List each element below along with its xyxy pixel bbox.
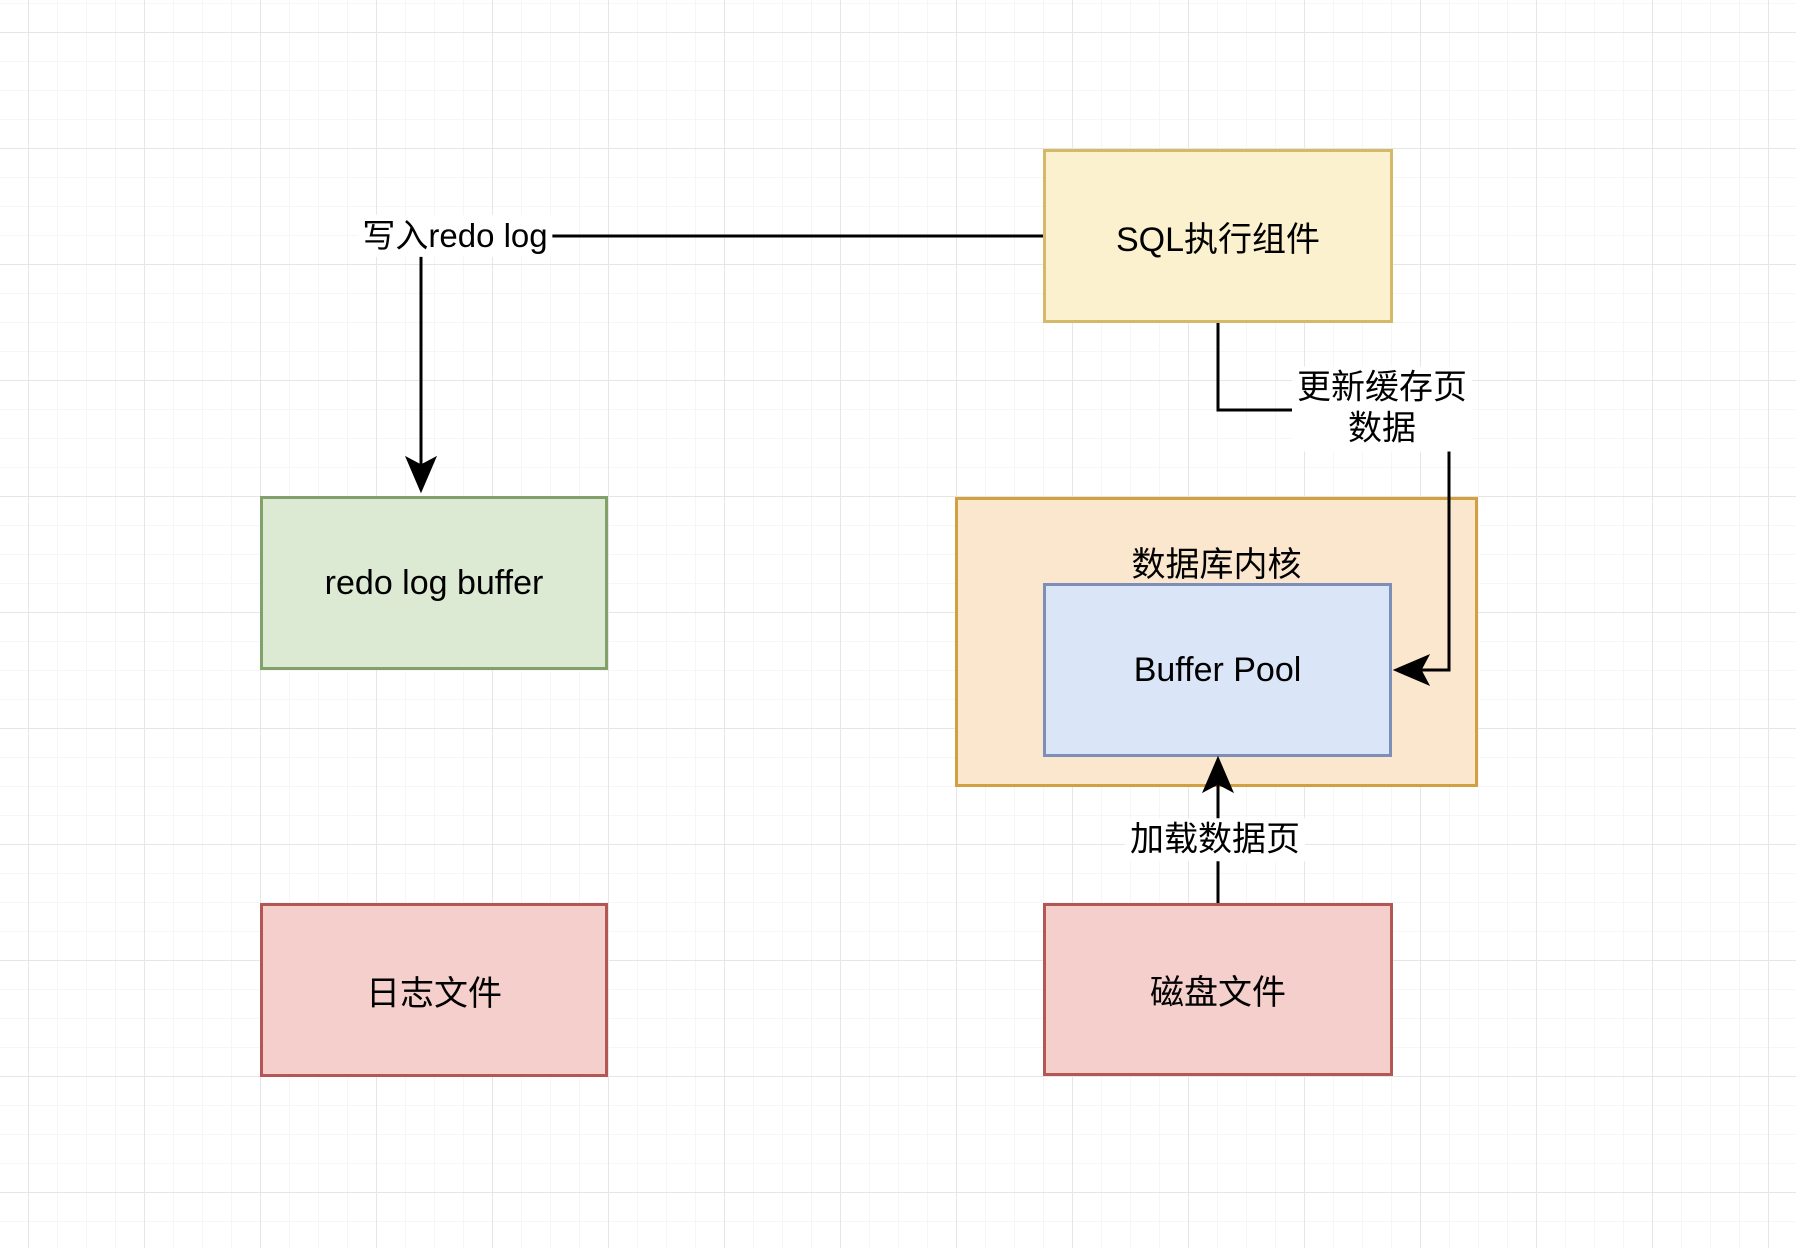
edge-label-write-redo-log: 写入redo log <box>357 214 553 258</box>
node-database-kernel-label: 数据库内核 <box>1131 546 1302 584</box>
node-disk-file: 磁盘文件 <box>1043 903 1393 1076</box>
node-buffer-pool: Buffer Pool <box>1043 583 1392 757</box>
node-redo-log-buffer: redo log buffer <box>260 496 608 670</box>
edge-update-cache-page-line-upper <box>1216 323 1296 412</box>
node-redo-log-buffer-label: redo log buffer <box>324 563 544 602</box>
node-disk-file-label: 磁盘文件 <box>1150 974 1286 1012</box>
node-sql-executor-label: SQL执行组件 <box>1115 220 1321 259</box>
node-log-file-label: 日志文件 <box>366 974 502 1013</box>
arrowhead-down-icon <box>404 455 438 494</box>
edge-write-redo-log-line <box>419 234 1043 466</box>
edge-label-update-cache-page: 更新缓存页 数据 <box>1292 366 1472 452</box>
node-log-file: 日志文件 <box>260 903 608 1077</box>
node-sql-executor: SQL执行组件 <box>1043 149 1393 323</box>
edge-label-update-cache-page-line2: 数据 <box>1348 410 1416 448</box>
node-buffer-pool-label: Buffer Pool <box>1133 650 1302 689</box>
edge-label-load-data-page: 加载数据页 <box>1125 818 1305 862</box>
edge-write-redo-log <box>404 234 1043 494</box>
edge-label-update-cache-page-line1: 更新缓存页 <box>1297 368 1467 407</box>
